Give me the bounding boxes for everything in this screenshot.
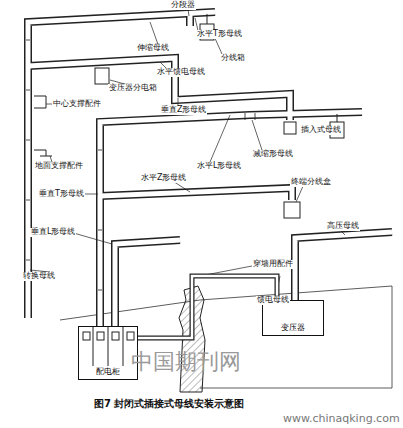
- callout-label: 终端分线盒: [290, 178, 332, 187]
- callout-label: 水平Z形母线: [140, 174, 187, 183]
- node-label: 配电柜: [95, 368, 121, 377]
- callout-label: 地面支撑配件: [34, 162, 84, 171]
- node-label: 变压器: [280, 324, 306, 333]
- callout-label: 水平L形母线: [196, 162, 242, 171]
- feeder-busway: [138, 276, 277, 338]
- callout-label: 变压器分电箱: [108, 84, 158, 93]
- callout-label: 减缩形母线: [252, 150, 294, 159]
- callout-label: 穿墙用配件: [252, 260, 294, 269]
- watermark: www.chinaqking.com: [282, 413, 401, 425]
- plug-boxes: [34, 14, 344, 218]
- leader-lines: [30, 9, 345, 296]
- watermark: 中国期刊网: [130, 350, 242, 374]
- callout-label: 高压母线: [326, 222, 360, 231]
- callout-label: 馈电母线: [256, 296, 290, 305]
- callout-label: 分段器: [170, 1, 196, 10]
- callout-label: 转换母线: [22, 272, 56, 281]
- callout-label: 中心支撑配件: [52, 100, 102, 109]
- callout-label: 垂直Z形母线: [160, 106, 207, 115]
- caption: 图7 封闭式插接式母线安装示意图: [92, 397, 246, 411]
- busway: [26, 12, 392, 326]
- callout-label: 伸缩母线: [136, 44, 170, 53]
- callout-label: 垂直L形母线: [30, 228, 76, 237]
- room-outline: [60, 286, 392, 388]
- feeder-busway-core: [138, 276, 277, 338]
- transformer-box: 变压器: [262, 300, 324, 336]
- callout-label: 水平馈电母线: [156, 68, 206, 77]
- callout-label: 分线箱: [220, 54, 246, 63]
- callout-label: 插入式母线: [300, 126, 342, 135]
- callout-label: 水平T形母线: [196, 30, 243, 39]
- switchgear-cabinet: 配电柜: [78, 326, 138, 380]
- cabinet-units: [83, 326, 134, 366]
- callout-label: 垂直T形母线: [38, 190, 85, 199]
